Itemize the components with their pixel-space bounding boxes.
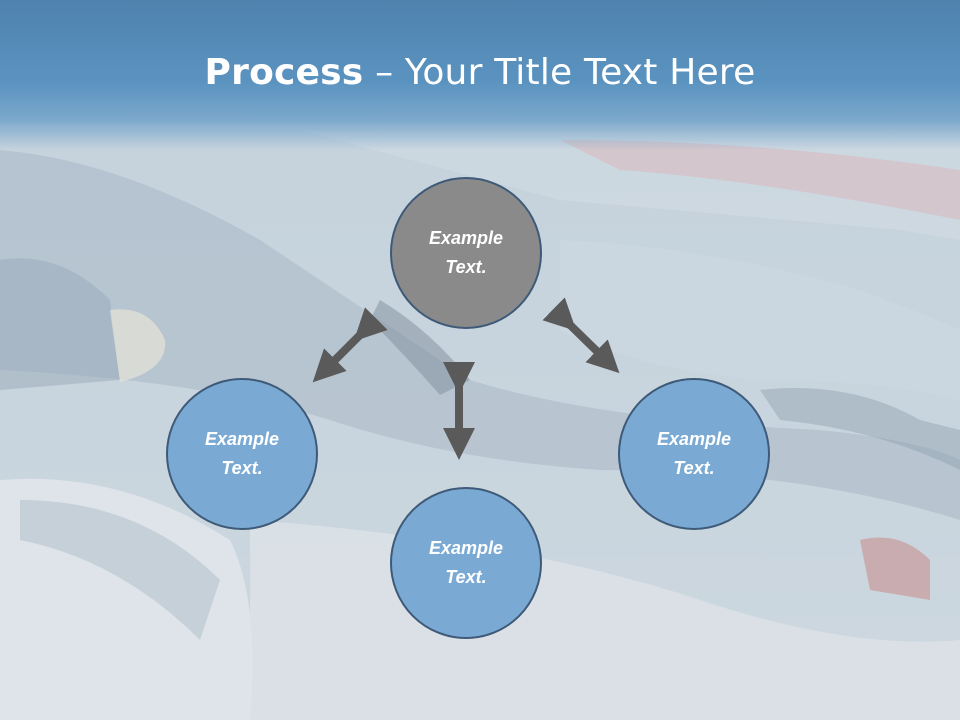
node-top-label: Example Text. [428, 228, 504, 277]
node-left-label: Example Text. [204, 429, 280, 478]
node-bottom[interactable]: Example Text. [390, 487, 542, 639]
title-band [0, 0, 960, 150]
node-left[interactable]: Example Text. [166, 378, 318, 530]
node-top[interactable]: Example Text. [390, 177, 542, 329]
arrow-top-left [312, 307, 388, 383]
node-bottom-label: Example Text. [428, 538, 504, 587]
node-right[interactable]: Example Text. [618, 378, 770, 530]
node-right-label: Example Text. [656, 429, 732, 478]
title-rest: – Your Title Text Here [363, 52, 756, 93]
arrow-top-right [542, 297, 620, 374]
title-bold: Process [204, 52, 364, 93]
slide-title: Process – Your Title Text Here [0, 52, 960, 93]
